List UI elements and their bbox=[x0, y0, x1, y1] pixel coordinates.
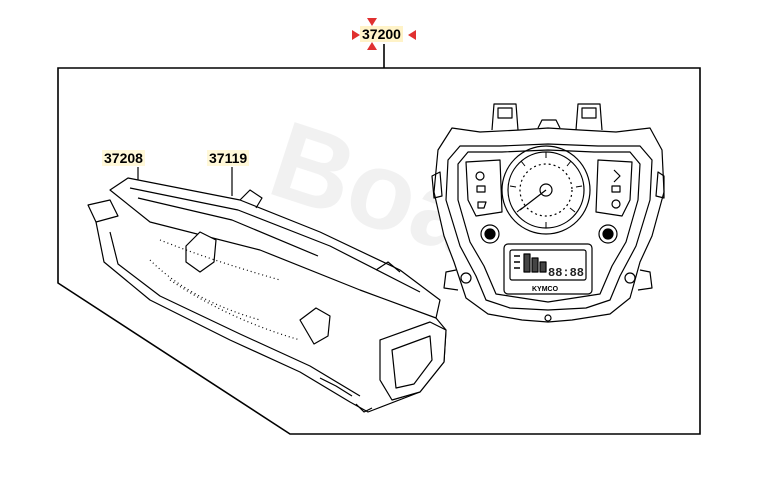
left-knob-icon bbox=[480, 224, 500, 244]
part-number-cover[interactable]: 37208 bbox=[102, 150, 145, 166]
meter-front-drawing bbox=[431, 103, 665, 323]
right-knob-icon bbox=[598, 224, 618, 244]
meter-case-drawing bbox=[87, 177, 447, 413]
main-callout-marker-icon bbox=[352, 18, 416, 50]
gauge-lcd-digits: 88:88 bbox=[548, 266, 584, 280]
part-number-assembly[interactable]: 37200 bbox=[360, 26, 403, 42]
assembly-frame bbox=[57, 67, 701, 435]
part-number-case[interactable]: 37119 bbox=[207, 150, 250, 166]
gauge-logo-text: KYMCO bbox=[532, 286, 559, 293]
